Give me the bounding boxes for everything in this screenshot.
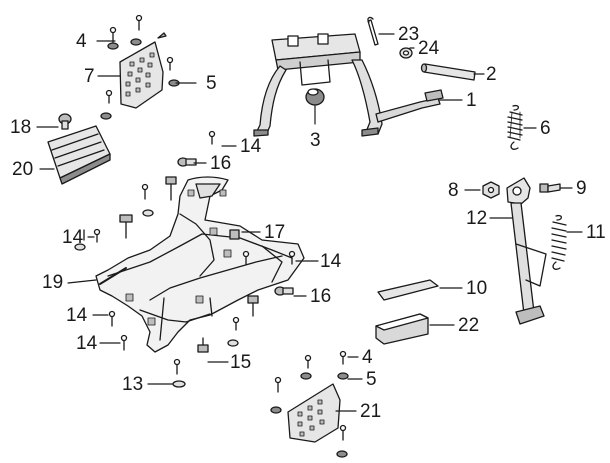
- callout-16-top: 16: [210, 153, 232, 174]
- callout-21: 21: [360, 401, 382, 422]
- callout-4-bottom: 4: [362, 347, 373, 368]
- side-stand: [506, 177, 547, 325]
- callout-19: 19: [42, 272, 64, 293]
- callout-14-b: 14: [62, 227, 84, 248]
- callout-24: 24: [418, 38, 440, 59]
- callout-10: 10: [466, 278, 488, 299]
- callout-14-a: 14: [240, 136, 262, 157]
- callout-4-top: 4: [76, 31, 87, 52]
- frame-hardware: [74, 130, 296, 388]
- callout-2: 2: [486, 64, 497, 85]
- cotter-pin: [367, 16, 379, 46]
- callout-5-bottom: 5: [366, 369, 377, 390]
- pivot-bolt: [539, 183, 561, 193]
- callout-12: 12: [466, 208, 488, 229]
- callout-5-top: 5: [206, 73, 217, 94]
- callout-22: 22: [458, 315, 480, 336]
- callout-1: 1: [466, 90, 477, 111]
- tool-bag: [47, 125, 111, 185]
- rubber-pad: [377, 279, 439, 301]
- leader-lines: [36, 33, 583, 412]
- callout-16-bottom: 16: [310, 286, 332, 307]
- floor-frame: [95, 176, 305, 353]
- left-footrest-plate: [119, 41, 164, 109]
- spring-6: [507, 104, 523, 150]
- washer: [399, 47, 413, 59]
- stand-shaft: [420, 63, 476, 81]
- callout-14-c: 14: [320, 251, 342, 272]
- callout-14-d: 14: [66, 305, 88, 326]
- callout-3: 3: [310, 130, 321, 151]
- rubber-stopper: [305, 88, 325, 106]
- callout-13: 13: [122, 374, 144, 395]
- callout-23: 23: [398, 24, 420, 45]
- callout-9: 9: [576, 178, 587, 199]
- nut: [482, 181, 500, 199]
- callout-8: 8: [448, 180, 459, 201]
- callout-7: 7: [84, 66, 95, 87]
- right-footrest-plate: [270, 350, 349, 458]
- callout-18: 18: [10, 117, 32, 138]
- callout-6: 6: [540, 118, 551, 139]
- storage-tray: [375, 313, 429, 345]
- rivet: [58, 113, 72, 130]
- callout-20: 20: [12, 159, 34, 180]
- callout-17: 17: [264, 222, 286, 243]
- center-stand: [253, 33, 444, 137]
- callout-14-e: 14: [76, 333, 98, 354]
- spring-11: [551, 214, 567, 270]
- callout-11: 11: [586, 222, 606, 243]
- callout-15: 15: [230, 352, 252, 373]
